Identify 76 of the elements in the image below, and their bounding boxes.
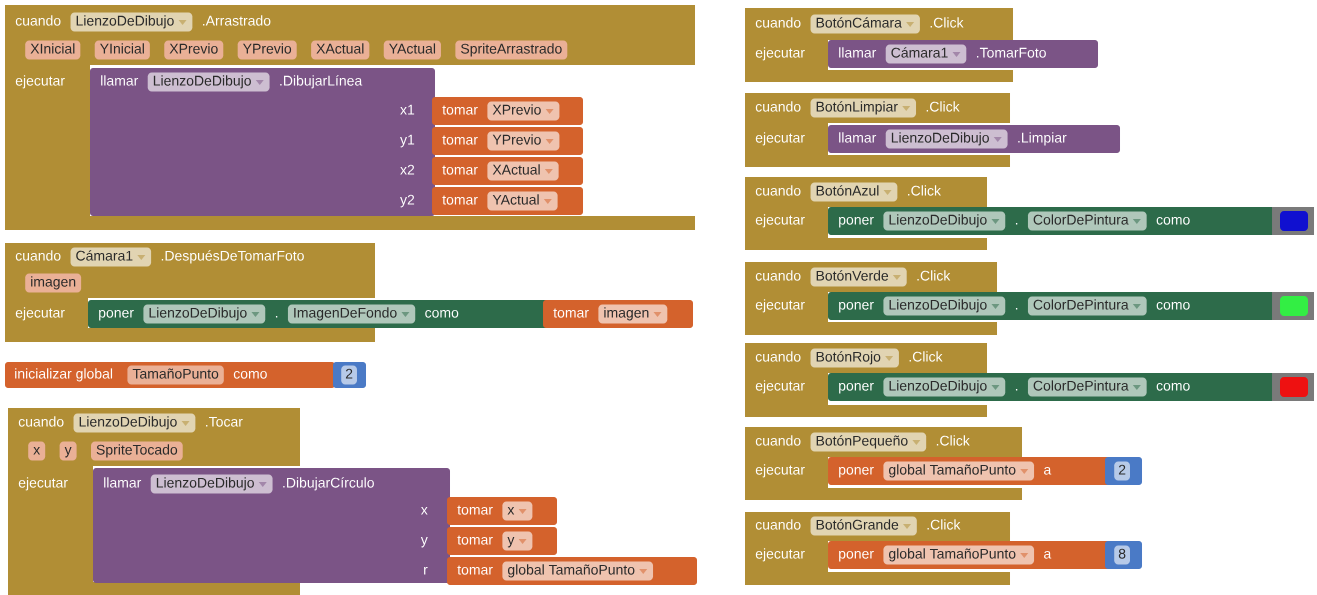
block-label: cuando [755, 519, 801, 530]
block-label: llamar [839, 47, 877, 58]
color-block [1272, 292, 1314, 320]
block-label: ejecutar [755, 132, 805, 146]
block-label: poner [839, 382, 874, 394]
block-label: ejecutar [755, 548, 805, 562]
block-label: .Tocar [206, 416, 243, 427]
block-label: llamar [839, 132, 877, 143]
block-label: .DibujarCírculo [283, 477, 374, 491]
block-label: ejecutar [755, 214, 805, 228]
method-call-block [90, 68, 435, 216]
block-label: como [1156, 216, 1190, 225]
block-label: tomar [457, 535, 493, 545]
block-label: tomar [442, 135, 478, 145]
block-label: poner [99, 309, 134, 321]
block-label: como [1156, 301, 1190, 310]
block-label: .Click [909, 351, 943, 362]
block-label: .Click [917, 270, 951, 281]
block-label: . [1015, 223, 1018, 225]
method-call-block [93, 468, 450, 583]
block-label: . [1015, 389, 1018, 391]
block-label: tomar [457, 505, 493, 515]
block-label: .Click [930, 17, 964, 28]
block-label: y [420, 537, 428, 548]
block-label: tomar [457, 565, 493, 575]
block-label: como [233, 370, 267, 379]
block-label: cuando [755, 185, 801, 196]
block-label: cuando [755, 270, 801, 281]
color-block [1272, 207, 1314, 235]
block-label: .Limpiar [1018, 132, 1067, 146]
block-label: cuando [755, 101, 801, 112]
block-label: llamar [104, 477, 142, 488]
block-label: x1 [400, 104, 415, 115]
block-label: inicializar global [15, 368, 113, 382]
block-label: tomar [442, 105, 478, 115]
block-label: . [275, 316, 278, 318]
block-label: ejecutar [755, 380, 805, 394]
block-label: .DibujarLínea [280, 75, 363, 89]
block-label: cuando [755, 435, 801, 446]
block-label: .Click [927, 519, 961, 530]
block-label: x2 [400, 164, 415, 175]
block-label: llamar [101, 75, 139, 86]
block-label: ejecutar [18, 477, 68, 491]
color-block [1272, 373, 1314, 401]
block-label: cuando [18, 416, 64, 427]
block-label: poner [839, 301, 874, 313]
block-label: y2 [400, 194, 415, 208]
block-label: a [1044, 550, 1052, 559]
block-label: a [1044, 466, 1052, 475]
block-label: cuando [755, 17, 801, 28]
block-label: ejecutar [15, 307, 65, 321]
block-label: como [425, 309, 459, 318]
block-label: .DespuésDeTomarFoto [161, 250, 304, 264]
block-label: .Click [936, 435, 970, 446]
block-label: .Arrastrado [203, 15, 271, 26]
block-label: poner [839, 216, 874, 228]
block-label: ejecutar [755, 47, 805, 61]
block-label: tomar [442, 195, 478, 205]
block-label: poner [839, 466, 874, 478]
block-label: tomar [442, 165, 478, 175]
block-label: .Click [908, 185, 941, 196]
block-label: .TomarFoto [977, 47, 1046, 58]
block-label: cuando [755, 351, 801, 362]
block-label: ejecutar [755, 299, 805, 313]
block-label: r [424, 566, 428, 575]
block-label: ejecutar [15, 75, 65, 89]
block-label: x [420, 507, 428, 515]
block-label: . [1015, 308, 1018, 310]
block-label: y1 [400, 134, 415, 148]
block-label: poner [839, 550, 874, 562]
block-label: tomar [553, 308, 589, 318]
block-label: .Click [926, 101, 960, 112]
block-label: ejecutar [755, 464, 805, 478]
block-label: cuando [15, 250, 61, 261]
block-label: cuando [15, 15, 61, 26]
block-label: como [1156, 382, 1190, 391]
